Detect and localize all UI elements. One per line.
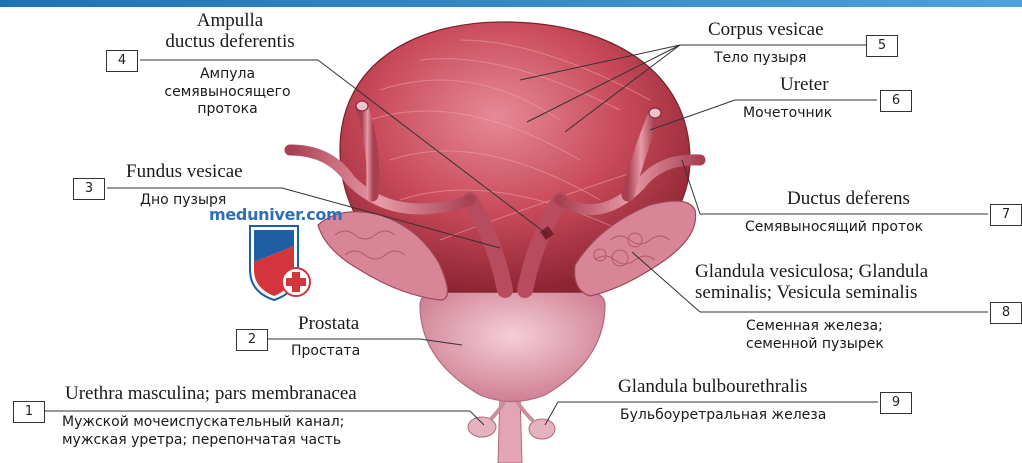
- label-4-latin-line-1: Ampulla: [150, 11, 310, 32]
- label-6-russian: Мочеточник: [743, 105, 832, 123]
- label-4-russian-line-3: протока: [145, 101, 310, 119]
- label-5-latin: Corpus vesicae: [708, 20, 824, 41]
- label-8-russian: Семенная железа; семенной пузырек: [746, 318, 884, 353]
- label-8-latin: Glandula vesiculosa; Glandula seminalis;…: [695, 262, 928, 304]
- label-4-russian-line-1: Ампула: [145, 66, 310, 84]
- label-1-russian: Мужской мочеиспускательный канал; мужска…: [62, 414, 344, 449]
- watermark-text: meduniver.com: [209, 205, 342, 224]
- label-8-latin-line-2: seminalis; Vesicula seminalis: [695, 283, 928, 304]
- label-1-russian-line-2: мужская уретра; перепончатая часть: [62, 432, 344, 450]
- label-2-russian: Простата: [291, 343, 360, 361]
- label-1-russian-line-1: Мужской мочеиспускательный канал;: [62, 414, 344, 432]
- label-number-4: 4: [106, 50, 138, 72]
- label-3-latin: Fundus vesicae: [126, 162, 243, 183]
- label-2-latin: Prostata: [298, 314, 359, 335]
- label-number-3: 3: [73, 178, 105, 200]
- label-8-russian-line-1: Семенная железа;: [746, 318, 884, 336]
- label-8-russian-line-2: семенной пузырек: [746, 336, 884, 354]
- label-9-russian: Бульбоуретральная железа: [620, 407, 826, 425]
- label-1-latin: Urethra masculina; pars membranacea: [65, 384, 357, 405]
- label-4-russian: Ампула семявыносящего протока: [145, 66, 310, 119]
- label-number-9: 9: [880, 392, 912, 414]
- label-4-russian-line-2: семявыносящего: [145, 84, 310, 102]
- label-number-7: 7: [990, 204, 1022, 226]
- label-3-russian: Дно пузыря: [140, 192, 226, 210]
- site-logo-shield: [250, 226, 310, 300]
- label-number-1: 1: [13, 401, 45, 423]
- label-number-2: 2: [236, 329, 268, 351]
- label-5-russian: Тело пузыря: [714, 50, 806, 68]
- label-number-6: 6: [880, 90, 912, 112]
- label-7-latin: Ductus deferens: [787, 189, 910, 210]
- prostate: [420, 292, 605, 402]
- label-4-latin: Ampulla ductus deferentis: [150, 11, 310, 53]
- label-4-latin-line-2: ductus deferentis: [150, 32, 310, 53]
- label-7-russian: Семявыносящий проток: [745, 219, 923, 237]
- label-9-latin: Glandula bulbourethralis: [618, 377, 807, 398]
- label-6-latin: Ureter: [780, 75, 829, 96]
- label-number-8: 8: [990, 302, 1022, 324]
- label-8-latin-line-1: Glandula vesiculosa; Glandula: [695, 262, 928, 283]
- label-number-5: 5: [866, 35, 898, 57]
